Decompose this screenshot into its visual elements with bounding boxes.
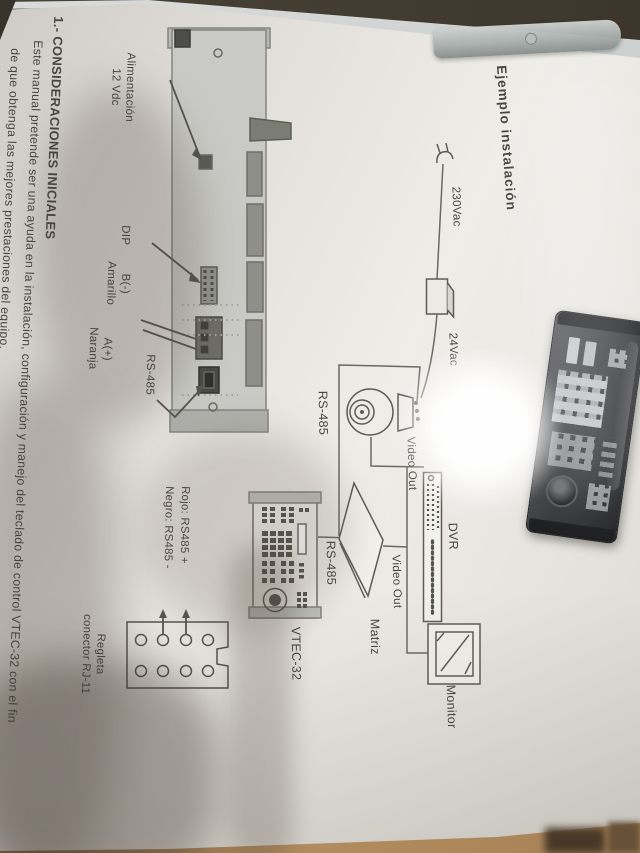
power-jack-icon (174, 29, 191, 48)
keyboard-joystick-icon (543, 473, 580, 510)
label-dip: DIP (118, 225, 132, 246)
label-wire-red: Rojo: RS485 + (177, 486, 192, 564)
label-rs485-dome: RS-485 (315, 390, 331, 436)
label-dvr: DVR (445, 522, 461, 551)
power-plug-icon (436, 142, 454, 164)
keyboard-keys (547, 431, 596, 472)
vtec32-keyboard-drawing (248, 491, 322, 619)
label-wire-black: Negro: RS485 - (161, 486, 176, 569)
dome-camera-drawing (346, 388, 420, 436)
matrix-drawing (338, 480, 384, 599)
label-b-amarillo: B(-)Amarillo (104, 261, 132, 306)
dvr-drawing (422, 471, 443, 623)
label-video-out-matrix: Video Out (389, 554, 404, 609)
monitor-drawing (427, 623, 481, 685)
label-a-naranja: A(+)Naranja (86, 327, 114, 370)
table-shadow (545, 828, 605, 853)
label-rs485-matrix: RS-485 (323, 540, 339, 586)
table-object (608, 822, 640, 853)
transformer-icon (425, 278, 455, 320)
label-24vac: 24Vac (446, 332, 460, 367)
joystick-icon (262, 587, 288, 613)
dip-switch-icon (200, 266, 218, 305)
label-monitor: Monitor (443, 684, 460, 729)
label-matriz: Matriz (367, 618, 383, 655)
label-rs485-panel: RS-485 (143, 354, 157, 396)
keyboard-keypad (551, 369, 609, 429)
keyboard-display-icon (297, 523, 307, 555)
keyboard-rear-panel-drawing (140, 27, 292, 433)
label-230vac: 230Vac (449, 186, 463, 227)
label-vtec32: VTEC-32 (288, 626, 304, 681)
keyboard-key (582, 341, 597, 367)
sleeve-clip-rivet (524, 32, 538, 46)
label-pointer-lines (140, 79, 204, 419)
keyboard-key (565, 336, 581, 365)
label-video-out-dome: Video Out (404, 436, 419, 491)
power-connector-icon (198, 154, 213, 170)
rj11-pinout-drawing (126, 609, 229, 689)
side-connector-icon (249, 117, 292, 142)
